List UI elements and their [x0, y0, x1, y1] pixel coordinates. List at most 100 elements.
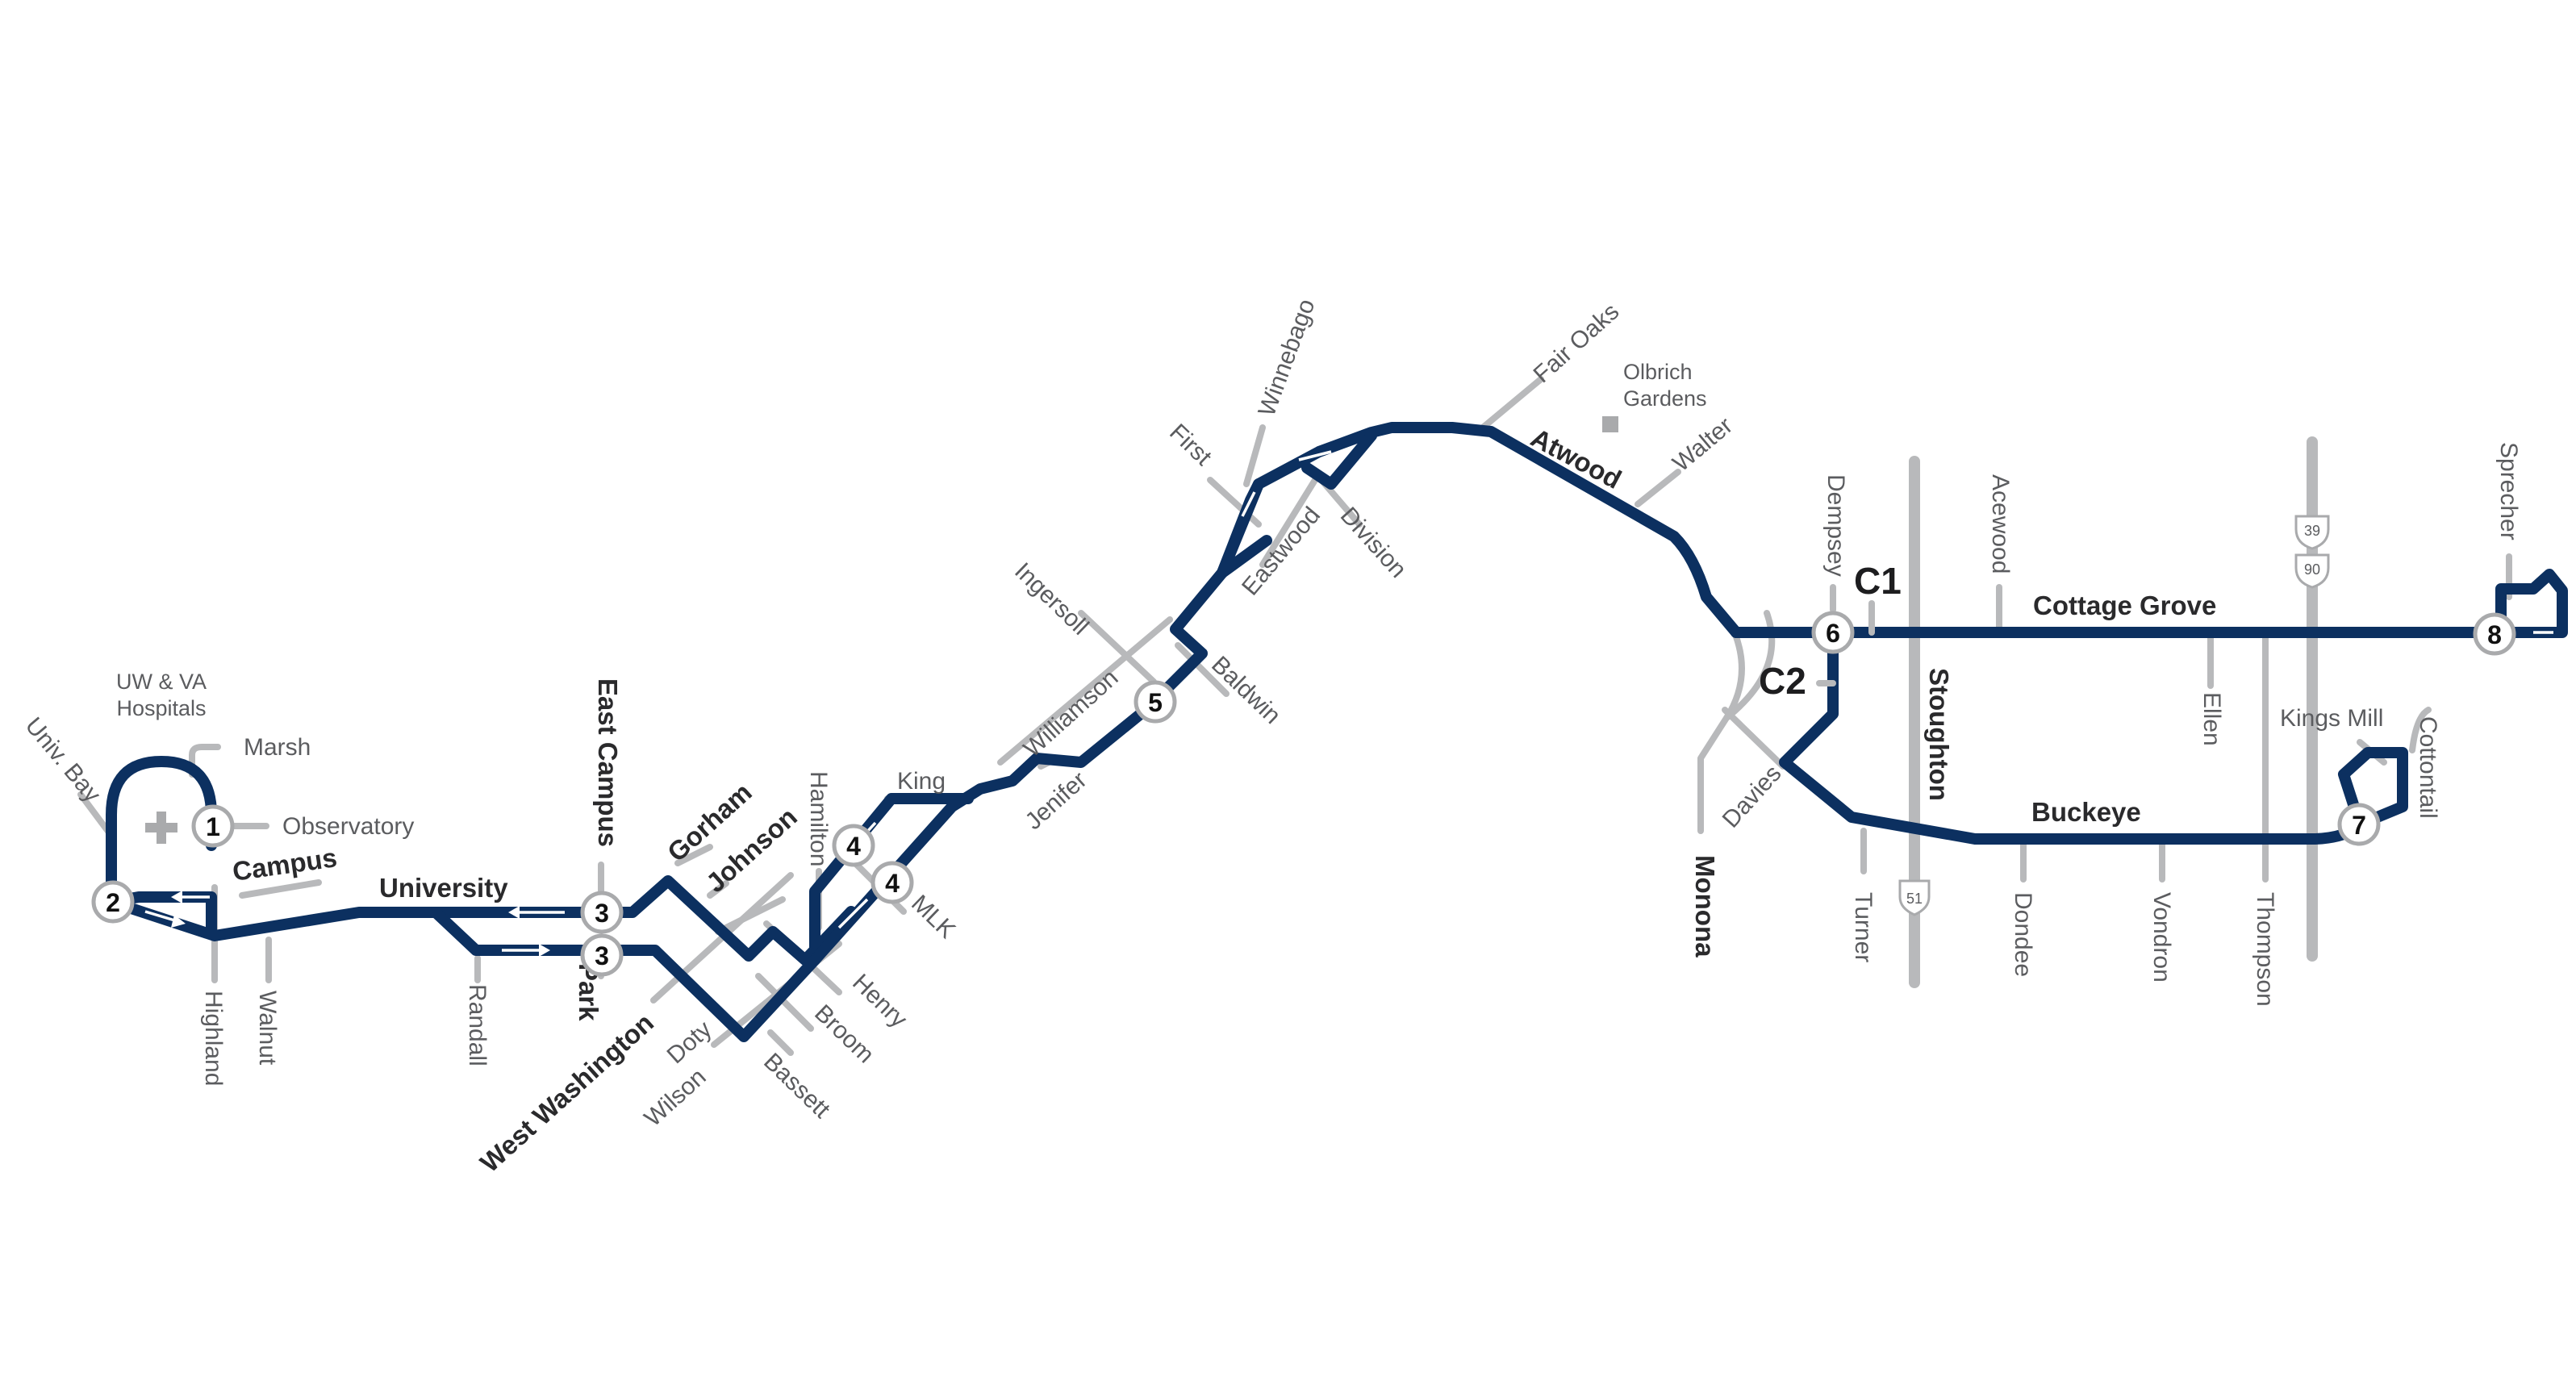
street-cottontail [2409, 707, 2432, 753]
arrow-university-east [144, 910, 178, 923]
olbrich-label-line1: Olbrich [1623, 360, 1693, 384]
arrow-division-loop [1298, 450, 1332, 461]
stop-4a-number: 4 [846, 832, 861, 861]
route-kings-mill-loop [2338, 747, 2408, 830]
stop-4b-number: 4 [885, 869, 900, 898]
stop-1-number: 1 [206, 812, 220, 841]
stop-3a-number: 3 [595, 899, 609, 928]
label-doty: Doty [662, 1016, 717, 1069]
street-marsh [189, 744, 221, 778]
label-broom: Broom [809, 999, 879, 1068]
label-turner: Turner [1850, 892, 1877, 962]
label-randall: Randall [464, 984, 491, 1066]
olbrich-label-line2: Gardens [1623, 386, 1707, 411]
label-dondee: Dondee [2010, 892, 2036, 977]
label-east-campus: East Campus [593, 678, 623, 847]
street-ingersoll [1078, 610, 1157, 685]
label-dempsey: Dempsey [1822, 474, 1849, 577]
label-thompson: Thompson [2252, 892, 2278, 1007]
stop-6-marker[interactable] [1811, 611, 1855, 654]
label-vondron: Vondron [2148, 892, 2175, 983]
street-campus-west [239, 879, 322, 899]
shield-90-number: 90 [2304, 561, 2320, 578]
stop-3-johnson[interactable]: 3 [580, 933, 624, 977]
stop-4-king[interactable]: 4 [832, 824, 875, 867]
stop-2-marker[interactable] [91, 880, 135, 924]
label-monona: Monona [1690, 855, 1720, 958]
label-marsh: Marsh [244, 734, 311, 761]
label-baldwin: Baldwin [1206, 651, 1285, 729]
stop-4b-marker[interactable] [870, 861, 914, 904]
stop-1-marker[interactable] [191, 804, 235, 848]
stop-4-mlk[interactable]: 4 [870, 861, 914, 904]
label-wilson: Wilson [640, 1063, 712, 1132]
stop-5-number: 5 [1148, 688, 1163, 717]
arrowhead-east-campus-west [508, 906, 520, 919]
stop-2[interactable]: 2 [91, 880, 135, 924]
label-buckeye: Buckeye [2031, 797, 2141, 827]
route-hospital-loop [106, 756, 217, 908]
route-division-loop [1301, 430, 1377, 490]
street-walter [1635, 469, 1681, 507]
street-gorham [674, 844, 713, 866]
street-west-washington [715, 896, 786, 935]
arrow-first-loop [1241, 491, 1256, 517]
stop-6[interactable]: 6 [1811, 611, 1855, 654]
label-university: University [379, 873, 508, 903]
arrow-mlk-northeast [837, 898, 869, 929]
arrowhead-park-east [539, 944, 550, 957]
label-henry: Henry [847, 969, 912, 1033]
stop-7-number: 7 [2352, 811, 2366, 840]
cross-icon [145, 812, 177, 844]
stop-7-marker[interactable] [2337, 803, 2381, 846]
label-campus: Campus [231, 842, 339, 887]
label-mlk: MLK [906, 890, 960, 944]
arrowhead-campus-west [171, 891, 182, 903]
street-bassett [767, 1029, 794, 1056]
shield-interstate-39: 39 [2294, 515, 2330, 550]
stop-1[interactable]: 1 [191, 804, 235, 848]
stop-3b-marker[interactable] [580, 933, 624, 977]
route-east-washington [809, 422, 1742, 966]
label-hamilton: Hamilton [805, 771, 832, 866]
arrow-kings-mill-loop [2390, 766, 2396, 803]
stop-4a-marker[interactable] [832, 824, 875, 867]
label-west-washington: West Washington [474, 1008, 659, 1179]
street-baldwin [1175, 642, 1230, 697]
label-kings-mill: Kings Mill [2280, 705, 2383, 732]
stop-8[interactable]: 8 [2473, 612, 2516, 656]
stop-3a-marker[interactable] [580, 891, 624, 934]
label-walnut: Walnut [254, 991, 281, 1066]
label-cottage-grove: Cottage Grove [2033, 590, 2216, 620]
street-winnebago [1243, 424, 1266, 487]
label-observatory: Observatory [282, 813, 414, 840]
route-university-segment [106, 875, 857, 966]
label-acewood: Acewood [1987, 474, 2014, 574]
branch-label-c1: C1 [1854, 560, 1902, 602]
street-monona-link [1723, 610, 1776, 721]
label-walter: Walter [1668, 412, 1738, 477]
shield-39-number: 39 [2304, 523, 2320, 539]
label-cottontail: Cottontail [2415, 716, 2441, 819]
street-fair-oaks [1480, 376, 1544, 431]
shield-51-number: 51 [1906, 891, 1923, 907]
label-highland: Highland [200, 991, 227, 1086]
stop-3-university[interactable]: 3 [580, 891, 624, 934]
stop-5-marker[interactable] [1134, 680, 1177, 724]
label-ingersoll: Ingersoll [1009, 557, 1094, 641]
label-jenifer: Jenifer [1021, 766, 1092, 835]
stop-8-marker[interactable] [2473, 612, 2516, 656]
hospitals-label-line2: Hospitals [116, 696, 206, 720]
stop-7[interactable]: 7 [2337, 803, 2381, 846]
square-icon [1602, 416, 1618, 432]
label-stoughton: Stoughton [1924, 668, 1954, 801]
label-king: King [897, 768, 946, 795]
landmark-hospitals: UW & VA Hospitals [116, 670, 207, 844]
label-fair-oaks: Fair Oaks [1529, 298, 1625, 389]
stop-5[interactable]: 5 [1134, 680, 1177, 724]
label-winnebago: Winnebago [1254, 295, 1321, 419]
street-network [77, 376, 2512, 1056]
shield-us-51: 51 [1898, 879, 1931, 916]
branch-label-c2: C2 [1759, 660, 1806, 702]
